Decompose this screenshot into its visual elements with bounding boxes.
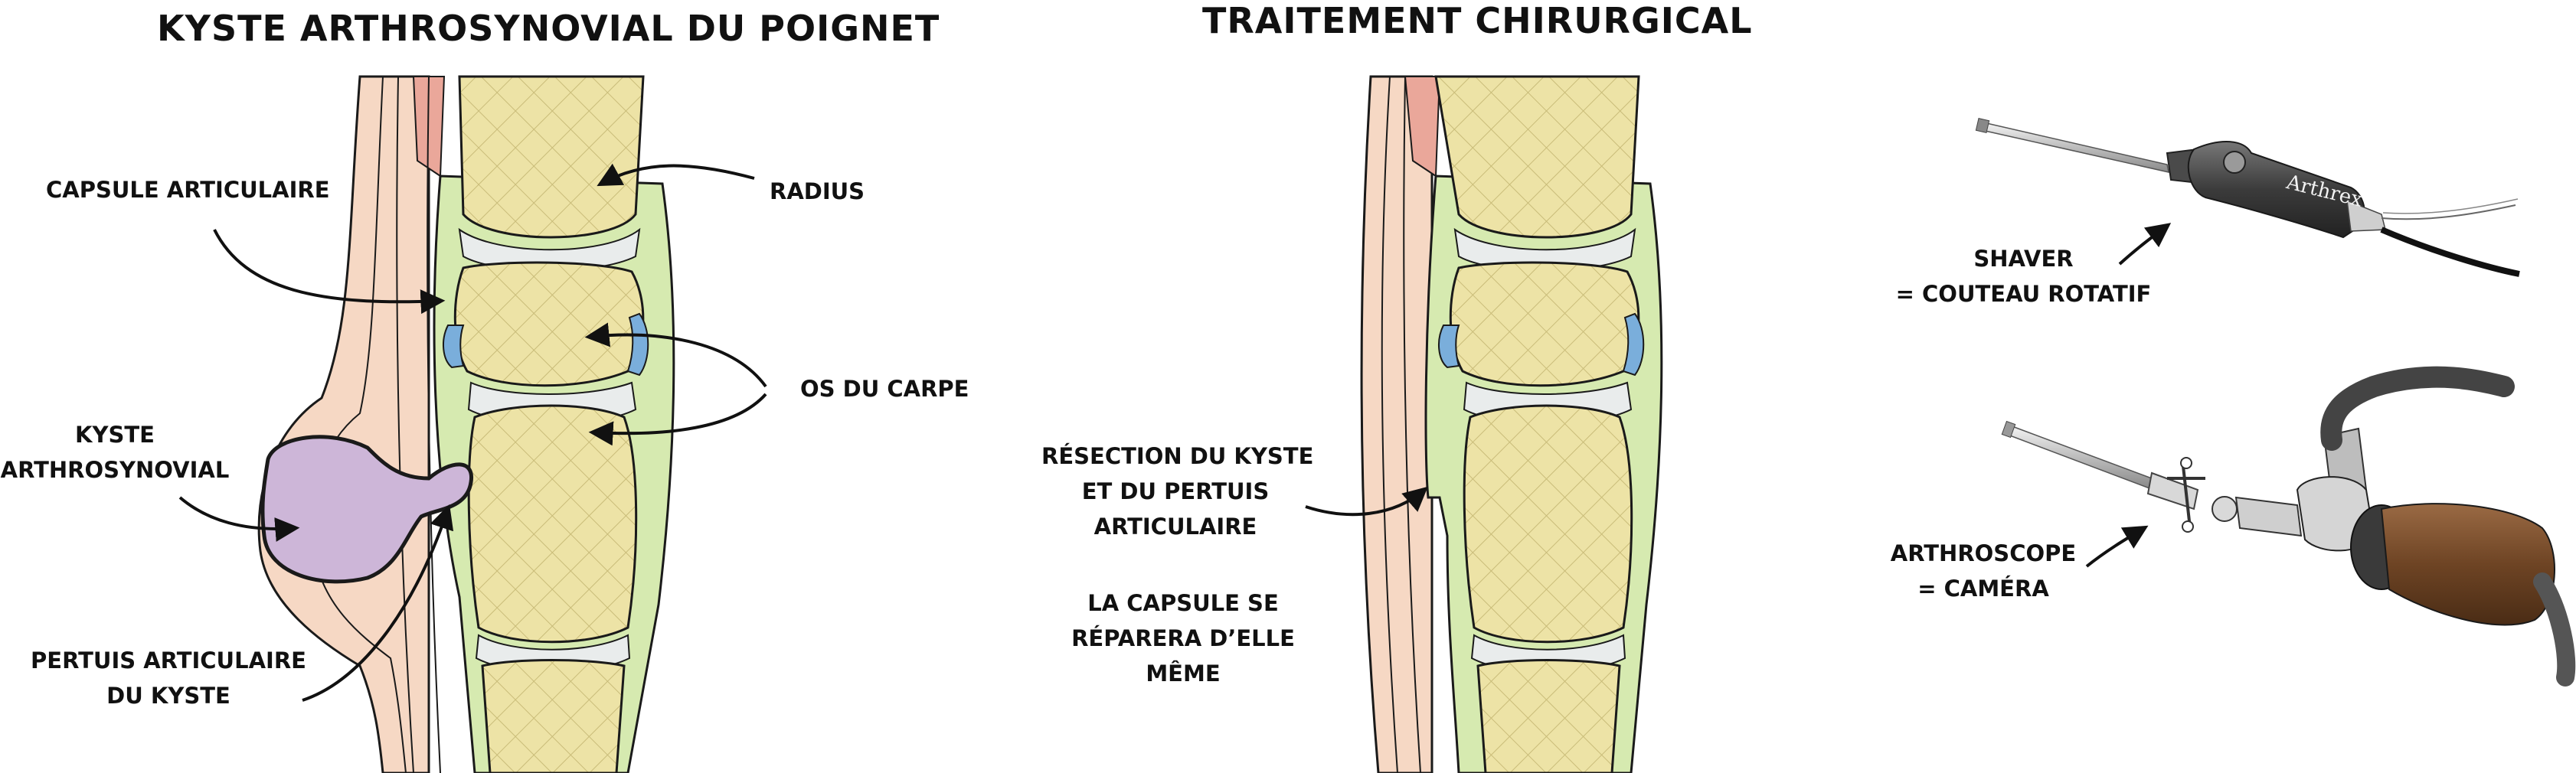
arrow-capsule bbox=[213, 229, 446, 315]
wrist-middle bbox=[1360, 75, 1663, 773]
label-pertuis-line-2: DU KYSTE bbox=[106, 683, 230, 709]
ligament-middle-b bbox=[1622, 312, 1645, 377]
arrow-pertuis bbox=[302, 504, 454, 702]
radius-bone-left bbox=[458, 75, 645, 239]
ligament-middle-a bbox=[1438, 325, 1460, 369]
arrow-kyste bbox=[178, 496, 300, 542]
label-arthroscope-line-1: ARTHROSCOPE bbox=[1890, 540, 2077, 566]
label-resection: RÉSECTION DU KYSTE ET DU PERTUIS ARTICUL… bbox=[1041, 439, 1314, 544]
label-arthroscope-line-2: = CAMÉRA bbox=[1917, 576, 2049, 602]
label-resection-line-2: ET DU PERTUIS bbox=[1081, 478, 1270, 504]
label-resection-line-1: RÉSECTION DU KYSTE bbox=[1041, 443, 1314, 469]
arrow-carpe-1 bbox=[584, 322, 767, 388]
arrow-arthroscope bbox=[2085, 525, 2149, 568]
label-capsule-reparera-line-1: LA CAPSULE SE bbox=[1087, 590, 1279, 616]
label-capsule-reparera-line-3: MÊME bbox=[1146, 660, 1221, 687]
arrow-shaver bbox=[2118, 223, 2172, 266]
label-os-du-carpe: OS DU CARPE bbox=[800, 376, 969, 402]
title-kyste: KYSTE ARTHROSYNOVIAL DU POIGNET bbox=[157, 8, 940, 49]
label-capsule-reparera: LA CAPSULE SE RÉPARERA D’ELLE MÊME bbox=[1049, 585, 1317, 691]
arrow-radius bbox=[597, 163, 755, 187]
arrows-middle bbox=[1305, 486, 1428, 517]
label-capsule-reparera-line-2: RÉPARERA D’ELLE bbox=[1071, 625, 1295, 651]
arrow-carpe-2 bbox=[588, 393, 767, 446]
label-resection-line-3: ARTICULAIRE bbox=[1093, 514, 1257, 540]
skin-layer-middle bbox=[1360, 75, 1433, 773]
carpal-bone-middle-2 bbox=[1463, 404, 1633, 644]
label-pertuis-articulaire: PERTUIS ARTICULAIRE DU KYSTE bbox=[31, 643, 306, 713]
title-traitement: TRAITEMENT CHIRURGICAL bbox=[1202, 0, 1753, 41]
radius-bone-middle bbox=[1434, 75, 1640, 239]
label-capsule-articulaire: CAPSULE ARTICULAIRE bbox=[46, 177, 330, 203]
carpal-bone-left-2 bbox=[467, 404, 638, 644]
label-kyste-line-1: KYSTE bbox=[75, 422, 155, 448]
label-arthroscope: ARTHROSCOPE = CAMÉRA bbox=[1868, 536, 2098, 606]
label-kyste-line-2: ARTHROSYNOVIAL bbox=[0, 457, 230, 483]
arthroscope-camera-icon bbox=[2001, 366, 2576, 687]
shaver-instrument-icon bbox=[1975, 118, 2520, 277]
label-pertuis-line-1: PERTUIS ARTICULAIRE bbox=[31, 647, 306, 674]
wrist-left bbox=[257, 75, 675, 773]
label-kyste-arthrosynovial: KYSTE ARTHROSYNOVIAL bbox=[0, 417, 230, 488]
arrows-left bbox=[178, 163, 767, 702]
label-radius: RADIUS bbox=[770, 178, 865, 204]
carpal-bone-left-1 bbox=[453, 261, 645, 387]
carpal-bone-middle-1 bbox=[1449, 261, 1640, 387]
ligament-left-a bbox=[443, 325, 465, 369]
metacarpal-middle bbox=[1476, 659, 1621, 773]
fascia-line-left-1 bbox=[396, 76, 414, 773]
arrow-resection bbox=[1305, 486, 1428, 517]
skin-inner-line-middle bbox=[1381, 76, 1398, 773]
fascia-line-middle-1 bbox=[1403, 76, 1421, 773]
fascia-line-left-2 bbox=[427, 76, 441, 773]
ligament-left-b bbox=[626, 312, 649, 377]
label-shaver: SHAVER = COUTEAU ROTATIF bbox=[1891, 241, 2156, 311]
metacarpal-left bbox=[481, 659, 626, 773]
label-shaver-line-2: = COUTEAU ROTATIF bbox=[1895, 281, 2152, 307]
label-shaver-line-1: SHAVER bbox=[1973, 246, 2074, 272]
